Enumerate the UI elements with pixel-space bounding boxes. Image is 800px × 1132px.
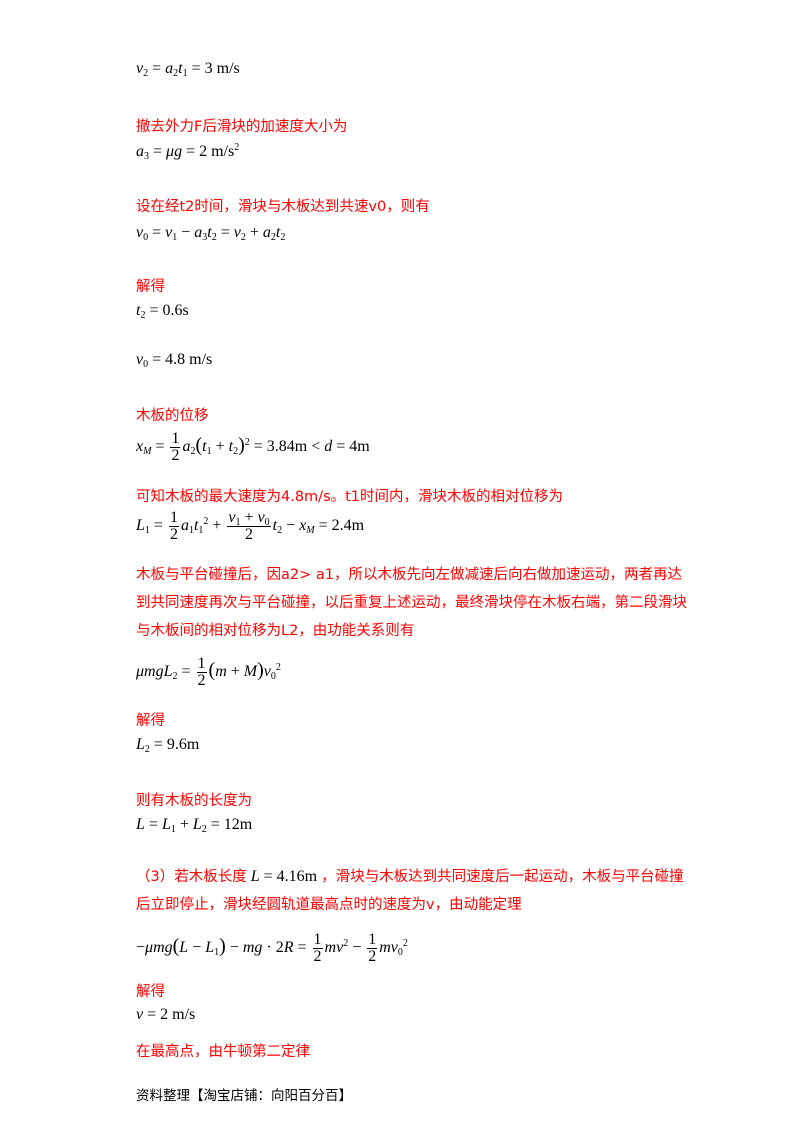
equation-v2: v2 = a2t1 = 3 m/s	[136, 60, 240, 79]
equation-v: v = 2 m/s	[136, 1006, 196, 1023]
text-set-t2: 设在经t2时间，滑块与木板达到共速v0，则有	[136, 199, 430, 215]
equation-a3: a3 = μg = 2 m/s2	[136, 142, 240, 162]
equation-t2: t2 = 0.6s	[136, 302, 189, 321]
text-board-displacement: 木板的位移	[136, 408, 209, 424]
equation-l-total: L = L1 + L2 = 12m	[136, 816, 253, 835]
text-solve-3: 解得	[136, 984, 165, 1000]
text-solve-2: 解得	[136, 713, 165, 729]
text-question-3: （3）若木板长度 L = 4.16m ，滑块与木板达到共同速度后一起运动，木板与…	[136, 868, 684, 913]
equation-l2: L2 = 9.6m	[136, 736, 200, 755]
inline-equation-l: L = 4.16m	[250, 868, 322, 885]
text-after-remove-force: 撤去外力F后滑块的加速度大小为	[136, 119, 348, 135]
equation-v0-value: v0 = 4.8 m/s	[136, 351, 213, 370]
text-solve-1: 解得	[136, 279, 165, 295]
text-board-length: 则有木板的长度为	[136, 793, 252, 809]
text-top-point: 在最高点，由牛顿第二定律	[136, 1044, 310, 1060]
page-footer: 资料整理【淘宝店铺：向阳百分百】	[136, 1088, 352, 1104]
equation-v0: v0 = v1 − a3t2 = v2 + a2t2	[136, 224, 286, 243]
text-collision-paragraph: 木板与平台碰撞后，因a2> a1，所以木板先向左做减速后向右做加速运动，两者再达…	[136, 567, 687, 639]
text-max-speed: 可知木板的最大速度为4.8m/s。t1时间内，滑块木板的相对位移为	[136, 489, 564, 505]
